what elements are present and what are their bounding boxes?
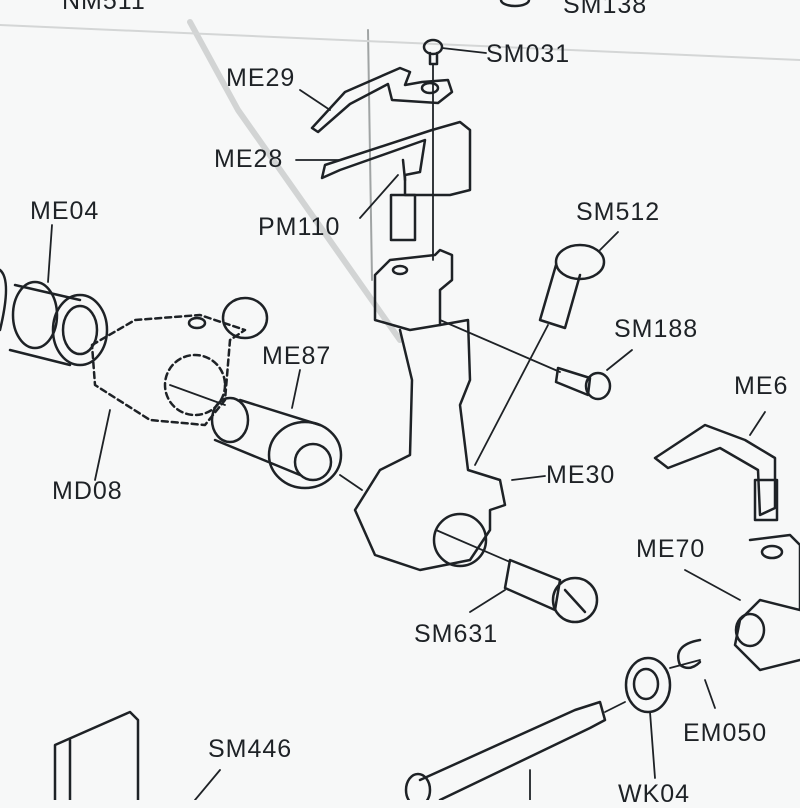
label-wk04: WK04	[618, 780, 691, 808]
label-sm512: SM512	[576, 198, 661, 226]
label-pm110: PM110	[258, 213, 341, 241]
me28-part	[295, 120, 472, 197]
label-md08: MD08	[52, 477, 123, 505]
shaft-part	[404, 700, 626, 800]
md08-part	[90, 296, 269, 481]
me29-part	[299, 66, 454, 134]
label-sm188: SM188	[614, 315, 699, 343]
me87-bushing	[169, 369, 363, 491]
paper-fold	[187, 19, 403, 343]
me6-part	[653, 411, 779, 522]
label-me30: ME30	[546, 461, 616, 489]
label-me29: ME29	[226, 64, 296, 92]
label-sm631: SM631	[414, 620, 499, 648]
sm031-screw	[422, 38, 487, 261]
sm512-screw	[474, 231, 619, 466]
sm446-part	[53, 710, 221, 800]
label-me6: ME6	[734, 372, 789, 400]
paper-fold	[367, 29, 373, 281]
pm110-part	[359, 158, 417, 242]
sm188-screw	[554, 349, 633, 401]
paper-fold	[0, 24, 800, 61]
label-sm031: SM031	[486, 40, 571, 68]
sm138-part	[499, 0, 531, 8]
wk04-washer	[624, 656, 701, 779]
sm631-screw	[469, 558, 599, 624]
me70-part	[684, 533, 800, 672]
em050-clip	[677, 638, 716, 709]
label-sm138: SM138	[563, 0, 648, 19]
me04-bushing	[0, 224, 109, 367]
label-me28: ME28	[214, 145, 284, 173]
label-em050: EM050	[683, 719, 768, 747]
label-me04: ME04	[30, 197, 100, 225]
label-sm446: SM446	[208, 735, 293, 763]
me30-arm	[353, 248, 561, 572]
label-me87: ME87	[262, 342, 332, 370]
label-nm511: NM511	[62, 0, 146, 15]
label-me70: ME70	[636, 535, 706, 563]
